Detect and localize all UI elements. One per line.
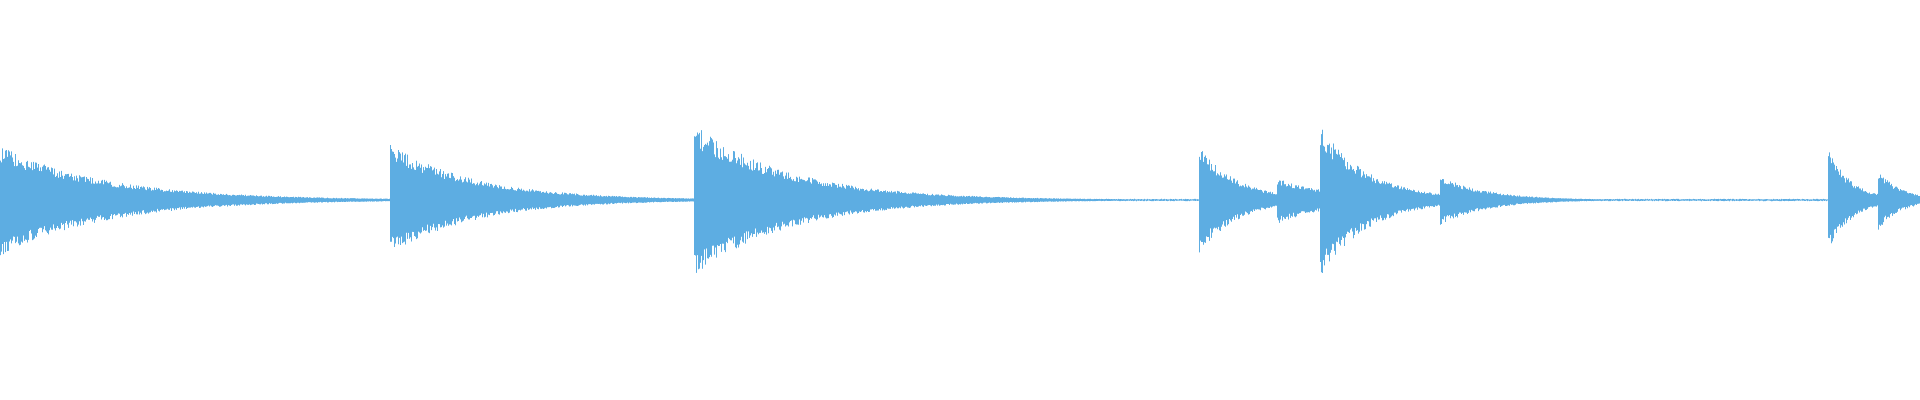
waveform-trace — [0, 129, 1920, 273]
